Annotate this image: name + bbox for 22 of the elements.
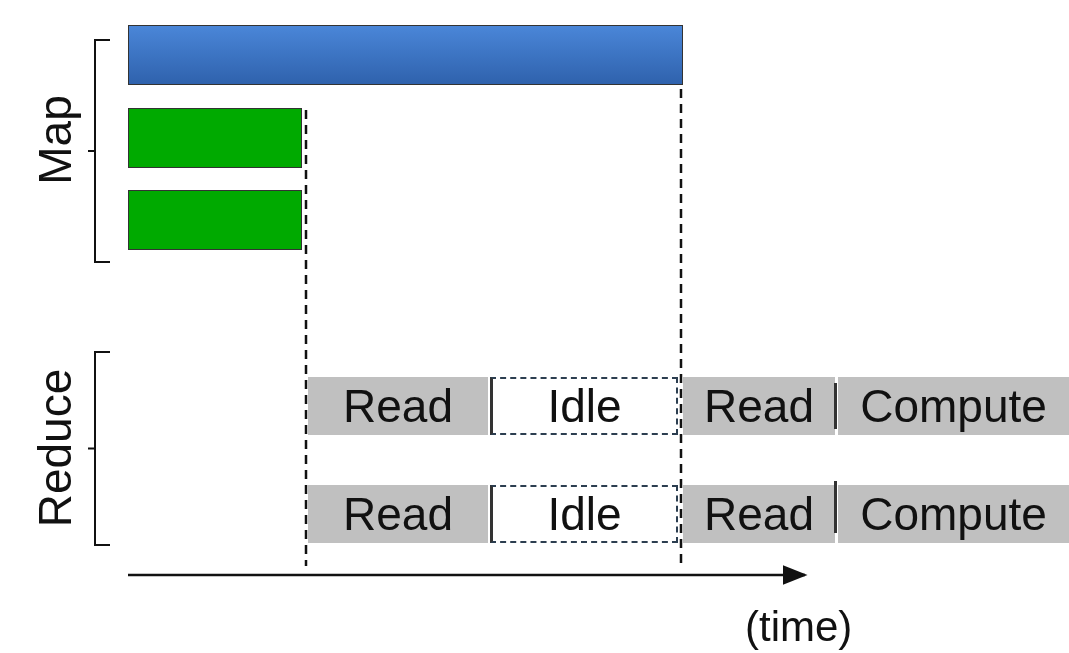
phase-label: Read [704, 487, 814, 541]
idle-box [490, 377, 678, 435]
phase-box [683, 377, 835, 435]
phase-box [308, 377, 488, 435]
phase-box [308, 485, 488, 543]
idle-box [490, 485, 678, 543]
phase-box [683, 485, 835, 543]
phase-label: Compute [860, 487, 1047, 541]
axis-label: (time) [745, 603, 853, 651]
phase-label: Idle [547, 487, 622, 541]
task-bar [128, 25, 683, 85]
phase-label: Read [704, 379, 814, 433]
phase-label: Read [343, 379, 453, 433]
group-label: Map [28, 94, 82, 187]
phase-label: Compute [860, 379, 1047, 433]
phase-label: Read [343, 487, 453, 541]
phase-box [838, 485, 1069, 543]
task-bar [128, 190, 302, 250]
phase-label: Idle [547, 379, 622, 433]
phase-box [838, 377, 1069, 435]
group-label: Reduce [28, 367, 82, 530]
task-bar [128, 108, 302, 168]
